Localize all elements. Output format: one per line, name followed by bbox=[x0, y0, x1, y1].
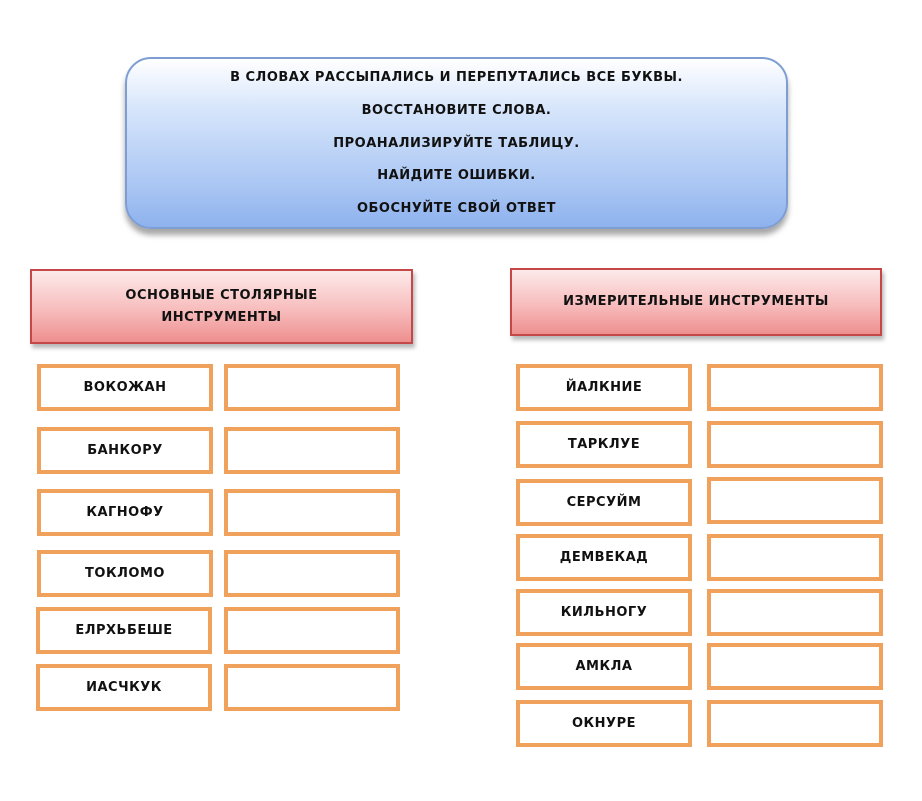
scrambled-word: ТАРКЛУЕ bbox=[516, 421, 692, 468]
scrambled-word: КИЛЬНОГУ bbox=[516, 589, 692, 636]
answer-box[interactable] bbox=[224, 550, 400, 597]
right-group-title: ИЗМЕРИТЕЛЬНЫЕ ИНСТРУМЕНТЫ bbox=[510, 268, 882, 336]
scrambled-word: ДЕМВЕКАД bbox=[516, 534, 692, 581]
instruction-line: ОБОСНУЙТЕ СВОЙ ОТВЕТ bbox=[356, 201, 557, 216]
answer-box[interactable] bbox=[707, 643, 883, 690]
left-group-title: ОСНОВНЫЕ СТОЛЯРНЫЕ ИНСТРУМЕНТЫ bbox=[30, 269, 413, 344]
scrambled-word: ЙАЛКНИЕ bbox=[516, 364, 692, 411]
instruction-line: В СЛОВАХ РАССЫПАЛИСЬ И ПЕРЕПУТАЛИСЬ ВСЕ … bbox=[230, 70, 683, 85]
scrambled-word: АМКЛА bbox=[516, 643, 692, 690]
answer-box[interactable] bbox=[224, 489, 400, 536]
answer-box[interactable] bbox=[707, 589, 883, 636]
scrambled-word: КАГНОФУ bbox=[37, 489, 213, 536]
scrambled-word: ЕЛРХЬБЕШЕ bbox=[36, 607, 212, 654]
instructions-panel: В СЛОВАХ РАССЫПАЛИСЬ И ПЕРЕПУТАЛИСЬ ВСЕ … bbox=[125, 57, 788, 229]
scrambled-word: СЕРСУЙМ bbox=[516, 479, 692, 526]
answer-box[interactable] bbox=[707, 534, 883, 581]
scrambled-word: БАНКОРУ bbox=[37, 427, 213, 474]
answer-box[interactable] bbox=[707, 421, 883, 468]
scrambled-word: ОКНУРЕ bbox=[516, 700, 692, 747]
scrambled-word: ИАСЧКУК bbox=[36, 664, 212, 711]
answer-box[interactable] bbox=[224, 607, 400, 654]
answer-box[interactable] bbox=[707, 477, 883, 524]
answer-box[interactable] bbox=[224, 427, 400, 474]
answer-box[interactable] bbox=[707, 364, 883, 411]
scrambled-word: ВОКОЖАН bbox=[37, 364, 213, 411]
instruction-line: ПРОАНАЛИЗИРУЙТЕ ТАБЛИЦУ. bbox=[333, 136, 580, 151]
instruction-line: ВОССТАНОВИТЕ СЛОВА. bbox=[361, 103, 552, 118]
answer-box[interactable] bbox=[707, 700, 883, 747]
instruction-line: НАЙДИТЕ ОШИБКИ. bbox=[377, 168, 536, 183]
answer-box[interactable] bbox=[224, 664, 400, 711]
scrambled-word: ТОКЛОМО bbox=[37, 550, 213, 597]
answer-box[interactable] bbox=[224, 364, 400, 411]
